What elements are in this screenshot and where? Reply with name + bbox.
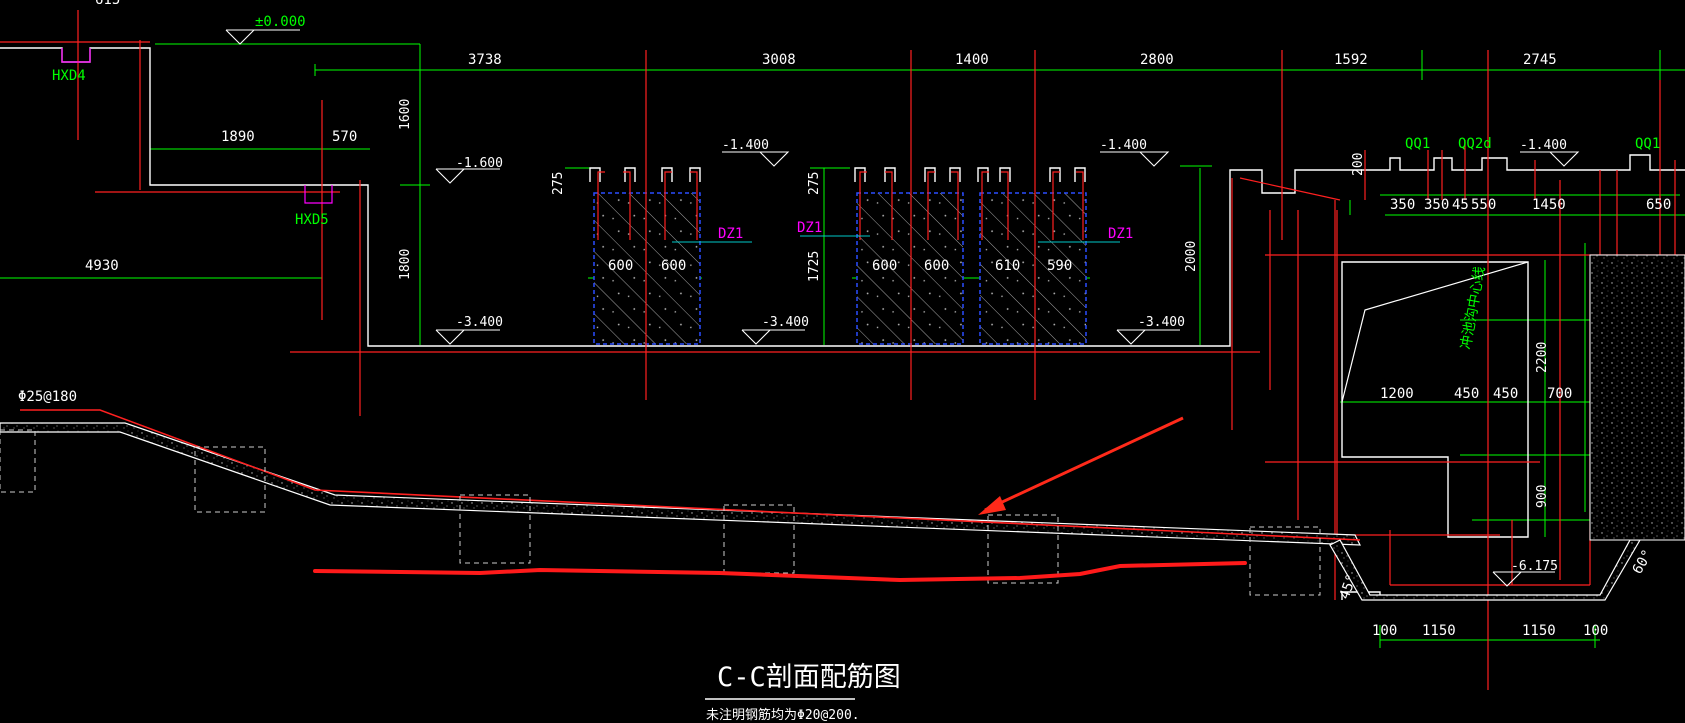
partial-top-dimension: 615 <box>95 0 120 8</box>
vdim-1600: 1600 <box>398 99 413 130</box>
right-dim-450-b: 450 <box>1493 386 1518 402</box>
drawing-note: 未注明钢筋均为Φ20@200. <box>706 707 860 723</box>
level-markers <box>225 29 1580 587</box>
bottom-dim-1150-a: 1150 <box>1422 623 1456 639</box>
level-minus-1400-c: -1.400 <box>1520 138 1567 153</box>
column-width-2: 600 <box>661 258 686 274</box>
vdim-2200: 2200 <box>1535 342 1550 373</box>
qq1-label-b: QQ1 <box>1635 136 1660 152</box>
left-dim-1890: 1890 <box>221 129 255 145</box>
level-minus-1400-a: -1.400 <box>722 138 769 153</box>
column-width-3: 600 <box>872 258 897 274</box>
rebar-callout: Φ25@180 <box>18 389 77 405</box>
right-dim-650: 650 <box>1646 197 1671 213</box>
column-width-4: 600 <box>924 258 949 274</box>
right-dim-1200: 1200 <box>1380 386 1414 402</box>
dz1-label-c: DZ1 <box>1108 226 1133 242</box>
centerline-box <box>1341 261 1529 403</box>
hxd4-label: HXD4 <box>52 68 86 84</box>
vdim-2000: 2000 <box>1184 241 1199 272</box>
left-dim-570: 570 <box>332 129 357 145</box>
right-dim-700: 700 <box>1547 386 1572 402</box>
level-minus-3400-c: -3.400 <box>1138 315 1185 330</box>
rebar-lines <box>0 10 1685 690</box>
centerline-label: 冲池沟中心线 <box>1458 265 1488 351</box>
dz1-label-b: DZ1 <box>797 220 822 236</box>
left-dim-4930: 4930 <box>85 258 119 274</box>
dz1-label-a: DZ1 <box>718 226 743 242</box>
annotation-markup <box>313 416 1247 583</box>
right-dim-550: 550 <box>1471 197 1496 213</box>
vdim-200: 200 <box>1351 153 1366 176</box>
column-group-middle <box>856 192 964 345</box>
level-minus-6175: -6.175 <box>1511 559 1558 574</box>
right-dim-350-b: 350 <box>1424 197 1449 213</box>
column-width-1: 600 <box>608 258 633 274</box>
top-dim-3: 1400 <box>955 52 989 68</box>
top-dim-5: 1592 <box>1334 52 1368 68</box>
qq1-label-a: QQ1 <box>1405 136 1430 152</box>
top-dim-1: 3738 <box>468 52 502 68</box>
vdim-275-a: 275 <box>551 172 566 195</box>
vdim-900: 900 <box>1535 485 1550 508</box>
level-minus-1400-b: -1.400 <box>1100 138 1147 153</box>
right-dim-45: 45 <box>1452 197 1469 213</box>
bottom-dim-100-b: 100 <box>1583 623 1608 639</box>
drawing-title: C-C剖面配筋图 <box>717 662 901 693</box>
level-minus-3400-a: -3.400 <box>456 315 503 330</box>
hxd5-label: HXD5 <box>295 212 329 228</box>
column-group-right <box>979 192 1087 345</box>
qq2-label: QQ2d <box>1458 136 1492 152</box>
top-dim-4: 2800 <box>1140 52 1174 68</box>
angle-45: 45° <box>1337 572 1361 601</box>
column-group-left <box>593 192 701 345</box>
level-minus-3400-b: -3.400 <box>762 315 809 330</box>
level-minus-1600: -1.600 <box>456 156 503 171</box>
top-dim-2: 3008 <box>762 52 796 68</box>
vdim-1725: 1725 <box>807 251 822 282</box>
vdim-275-b: 275 <box>807 172 822 195</box>
column-width-5: 610 <box>995 258 1020 274</box>
hxd-notches <box>61 48 333 204</box>
bottom-dim-1150-b: 1150 <box>1522 623 1556 639</box>
bottom-dim-100-a: 100 <box>1372 623 1397 639</box>
right-dim-350-a: 350 <box>1390 197 1415 213</box>
top-dim-6: 2745 <box>1523 52 1557 68</box>
column-width-6: 590 <box>1047 258 1072 274</box>
level-zero: ±0.000 <box>255 14 306 30</box>
vdim-1800: 1800 <box>398 249 413 280</box>
foundation-slab <box>0 254 1685 601</box>
text-layer: 615 ±0.000 HXD4 HXD5 3738 3008 1400 2800… <box>18 0 1671 723</box>
leader-lines <box>672 235 1120 243</box>
dimension-lines <box>0 43 1685 648</box>
right-dim-1450: 1450 <box>1532 197 1566 213</box>
right-dim-450-a: 450 <box>1454 386 1479 402</box>
